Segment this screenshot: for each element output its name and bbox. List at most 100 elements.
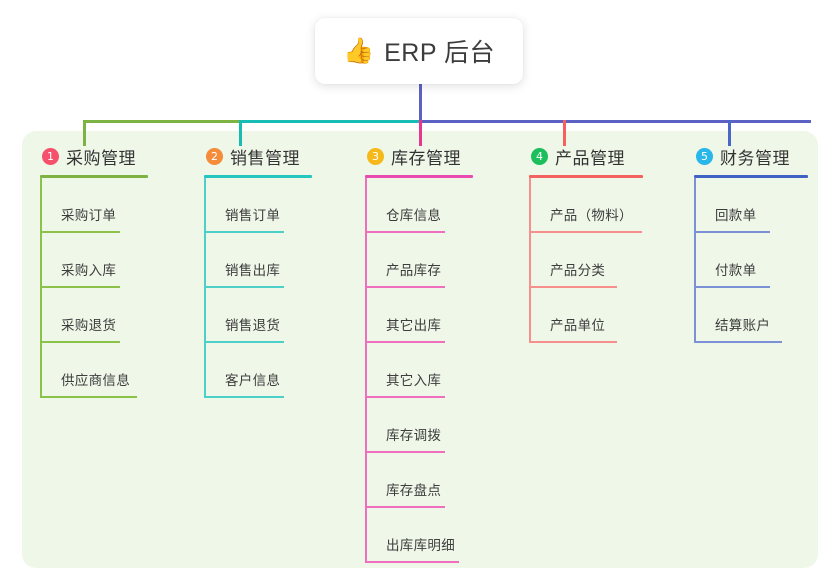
list-item-label: 采购入库 [61,263,117,278]
category-title: 采购管理 [66,148,136,168]
list-item-underline [204,341,284,343]
connector-drop [563,120,566,146]
page-title: ERP 后台 [384,39,496,67]
category-spine [204,178,206,398]
category-header[interactable]: 4 产品管理 [529,144,643,168]
list-item-underline [365,506,445,508]
list-item-underline [365,341,445,343]
list-item[interactable]: 销售订单 [204,178,312,233]
list-item[interactable]: 结算账户 [694,288,808,343]
category-spine [40,178,42,398]
list-item-underline [365,396,445,398]
category-column-1: 1 采购管理采购订单采购入库采购退货供应商信息 [40,144,148,398]
list-item-label: 销售出库 [225,263,281,278]
list-item[interactable]: 其它入库 [365,343,473,398]
list-item-label: 供应商信息 [61,373,130,388]
list-item-label: 产品库存 [386,263,442,278]
category-number-badge: 3 [367,147,384,165]
category-header[interactable]: 1 采购管理 [40,144,148,168]
list-item[interactable]: 销售退货 [204,288,312,343]
list-item[interactable]: 出库库明细 [365,508,473,563]
list-item[interactable]: 采购退货 [40,288,148,343]
list-item-label: 销售订单 [225,208,281,223]
category-item-list: 仓库信息产品库存其它出库其它入库库存调拨库存盘点出库库明细 [365,178,473,563]
list-item-underline [694,341,782,343]
list-item[interactable]: 其它出库 [365,288,473,343]
list-item[interactable]: 采购入库 [40,233,148,288]
list-item[interactable]: 客户信息 [204,343,312,398]
category-underline [694,175,808,178]
list-item[interactable]: 回款单 [694,178,808,233]
list-item[interactable]: 付款单 [694,233,808,288]
category-title: 库存管理 [391,148,461,168]
list-item-label: 其它入库 [386,373,442,388]
list-item[interactable]: 库存调拨 [365,398,473,453]
category-spine [365,178,367,563]
list-item-label: 销售退货 [225,318,281,333]
list-item-underline [40,341,120,343]
list-item-label: 结算账户 [715,318,771,333]
category-spine [694,178,696,343]
category-underline [529,175,643,178]
list-item-label: 库存调拨 [386,428,442,443]
list-item-underline [529,286,617,288]
list-item-label: 其它出库 [386,318,442,333]
list-item-label: 产品（物料） [550,208,633,223]
list-item[interactable]: 销售出库 [204,233,312,288]
category-underline [365,175,473,178]
category-underline [204,175,312,178]
category-item-list: 回款单付款单结算账户 [694,178,808,343]
category-number-badge: 1 [42,147,59,165]
list-item-label: 回款单 [715,208,757,223]
category-item-list: 销售订单销售出库销售退货客户信息 [204,178,312,398]
connector-drop [728,120,731,146]
list-item[interactable]: 产品库存 [365,233,473,288]
category-item-list: 采购订单采购入库采购退货供应商信息 [40,178,148,398]
list-item[interactable]: 产品（物料） [529,178,643,233]
connector-trunk [419,84,422,123]
list-item-underline [529,341,617,343]
list-item[interactable]: 供应商信息 [40,343,148,398]
category-number-badge: 4 [531,147,548,165]
connector-drop [239,120,242,146]
list-item[interactable]: 采购订单 [40,178,148,233]
list-item-label: 产品分类 [550,263,606,278]
list-item-label: 产品单位 [550,318,606,333]
thumbs-up-icon: 👍 [342,36,375,65]
list-item-underline [694,286,770,288]
connector-bus-segment [239,120,419,123]
category-header[interactable]: 3 库存管理 [365,144,473,168]
list-item[interactable]: 仓库信息 [365,178,473,233]
category-title: 财务管理 [720,148,790,168]
list-item-label: 采购订单 [61,208,117,223]
list-item-underline [40,231,120,233]
list-item-underline [204,286,284,288]
list-item-underline [365,286,445,288]
list-item-underline [365,231,445,233]
list-item-underline [694,231,770,233]
category-title: 销售管理 [230,148,300,168]
list-item-underline [204,396,284,398]
category-title: 产品管理 [555,148,625,168]
category-column-4: 4 产品管理产品（物料） 产品分类产品单位 [529,144,643,343]
list-item[interactable]: 库存盘点 [365,453,473,508]
list-item[interactable]: 产品分类 [529,233,643,288]
list-item-underline [40,286,120,288]
list-item-label: 仓库信息 [386,208,442,223]
list-item-label: 付款单 [715,263,757,278]
list-item-underline [40,396,137,398]
list-item-underline [365,561,459,563]
list-item-label: 出库库明细 [386,538,455,553]
root-title-card[interactable]: 👍 ERP 后台 [315,18,523,84]
connector-bus-segment [83,120,239,123]
category-column-3: 3 库存管理仓库信息产品库存其它出库其它入库库存调拨库存盘点出库库明细 [365,144,473,563]
diagram-panel [22,131,818,568]
list-item[interactable]: 产品单位 [529,288,643,343]
category-underline [40,175,148,178]
list-item-underline [365,451,445,453]
